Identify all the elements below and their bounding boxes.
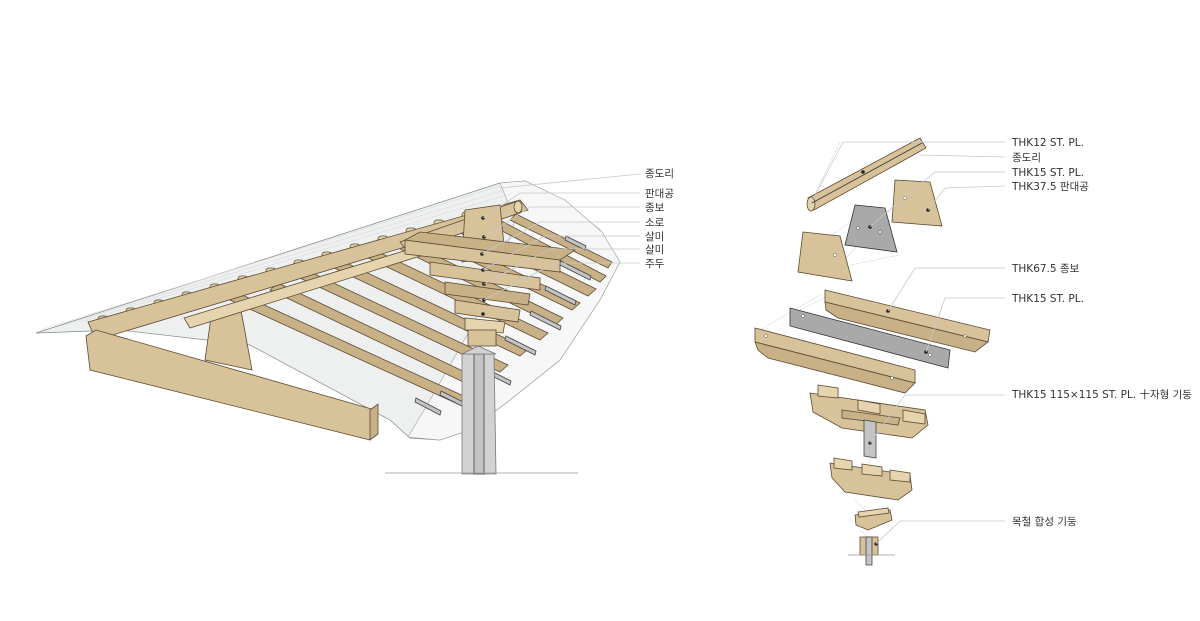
bracket-cluster <box>429 261 541 347</box>
label-thk12-plate: THK12 ST. PL. <box>1011 137 1084 149</box>
label-thk67-tiebeam: THK67.5 종보 <box>1011 263 1080 275</box>
label-thk15-plate-mid: THK15 ST. PL. <box>1011 293 1084 305</box>
left-assembly: 종도리 판대공 종보 소로 살미 살미 주두 <box>35 168 674 475</box>
tiebeam-steel-plate <box>789 307 951 369</box>
label-king-post: 판대공 <box>645 188 674 200</box>
bracket-lower <box>829 457 913 501</box>
label-salmi-2: 살미 <box>645 244 664 256</box>
exploded-ridge-purlin <box>806 137 927 212</box>
right-exploded: THK12 ST. PL. 종도리 THK15 ST. PL. THK37.5 … <box>754 137 1192 566</box>
roof-tile-courses <box>39 185 511 331</box>
kingpost-steel-plate <box>844 204 898 253</box>
label-composite-column: 목철 합성 기둥 <box>1012 516 1077 528</box>
label-cross-column: THK15 115×115 ST. PL. 十자형 기둥 <box>1011 388 1192 401</box>
left-leaders <box>481 173 641 301</box>
label-salmi-1: 살미 <box>645 231 664 243</box>
right-leaders <box>809 141 1006 545</box>
cross-steel-column <box>863 419 877 459</box>
label-thk15-plate-top: THK15 ST. PL. <box>1011 167 1084 179</box>
kingpost-piece-right <box>891 179 943 227</box>
label-ridge-purlin: 종도리 <box>645 168 674 180</box>
label-thk37-kingpost: THK37.5 판대공 <box>1011 181 1089 193</box>
label-soro: 소로 <box>645 217 665 229</box>
label-capital: 주두 <box>645 258 665 270</box>
label-ridge-purlin-exploded: 종도리 <box>1012 152 1041 164</box>
label-tie-beam: 종보 <box>645 202 665 214</box>
kingpost-piece-left <box>797 231 853 282</box>
